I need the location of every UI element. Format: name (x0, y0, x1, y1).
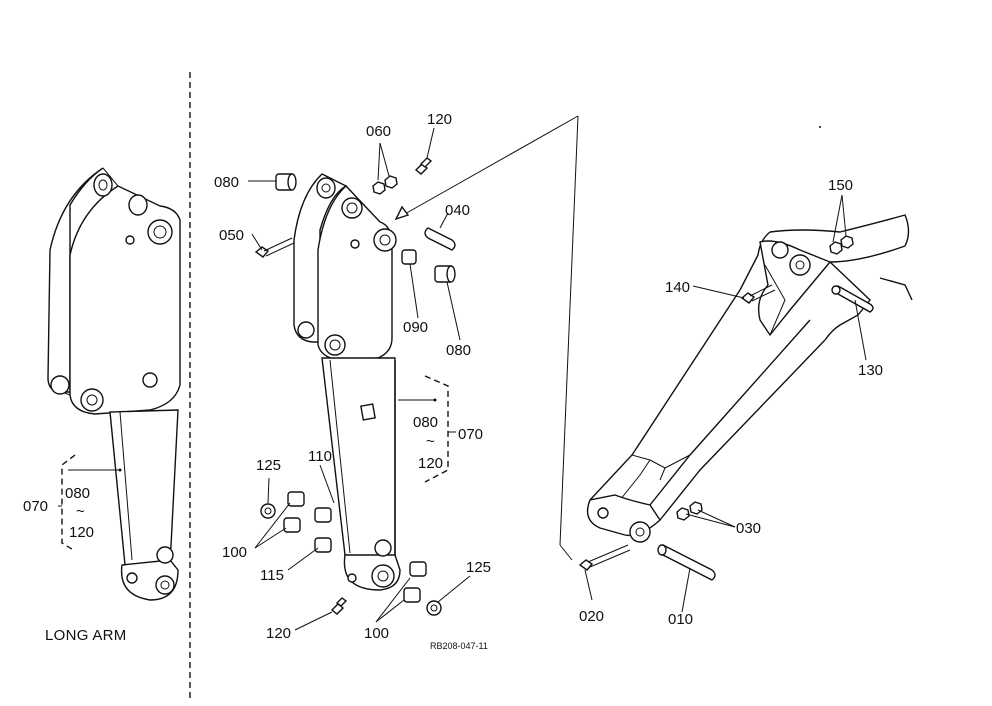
left-grease-group (58, 454, 122, 552)
callout-tilde-group: ~ (426, 433, 435, 450)
callout-150: 150 (828, 177, 853, 194)
callout-090: 090 (403, 319, 428, 336)
callout-070-left: 070 (23, 498, 48, 515)
callout-080-left: 080 (65, 485, 90, 502)
callout-030: 030 (736, 520, 761, 537)
middle-leaders (248, 115, 579, 631)
callout-070-group: 070 (458, 426, 483, 443)
callout-060: 060 (366, 123, 391, 140)
callout-080-mid: 080 (446, 342, 471, 359)
middle-grease-group (398, 375, 456, 483)
callout-100-left: 100 (222, 544, 247, 561)
callout-110: 110 (308, 448, 332, 465)
middle-parts (254, 157, 456, 616)
callout-020: 020 (579, 608, 604, 625)
callout-040: 040 (445, 202, 470, 219)
callout-130: 130 (858, 362, 883, 379)
figure-code: RB208-047-11 (430, 641, 488, 651)
callout-080-group: 080 (413, 414, 438, 431)
callout-tilde-left: ~ (76, 503, 85, 520)
callout-125-right: 125 (466, 559, 491, 576)
stray-mark (819, 126, 821, 128)
callout-080-top: 080 (214, 174, 239, 191)
callout-100-bottom: 100 (364, 625, 389, 642)
right-leaders (584, 194, 867, 613)
long-arm-label: LONG ARM (45, 627, 127, 644)
callout-050: 050 (219, 227, 244, 244)
callout-120-group: 120 (418, 455, 443, 472)
callout-120-top: 120 (427, 111, 452, 128)
long-arm-illustration (47, 167, 181, 601)
callout-120-bottom: 120 (266, 625, 291, 642)
callout-140: 140 (665, 279, 690, 296)
callout-115: 115 (260, 567, 284, 584)
callout-010: 010 (668, 611, 693, 628)
callout-125-left: 125 (256, 457, 281, 474)
arm-exploded-illustration (293, 173, 401, 591)
boom-detail-illustration (578, 214, 913, 581)
callout-120-left: 120 (69, 524, 94, 541)
